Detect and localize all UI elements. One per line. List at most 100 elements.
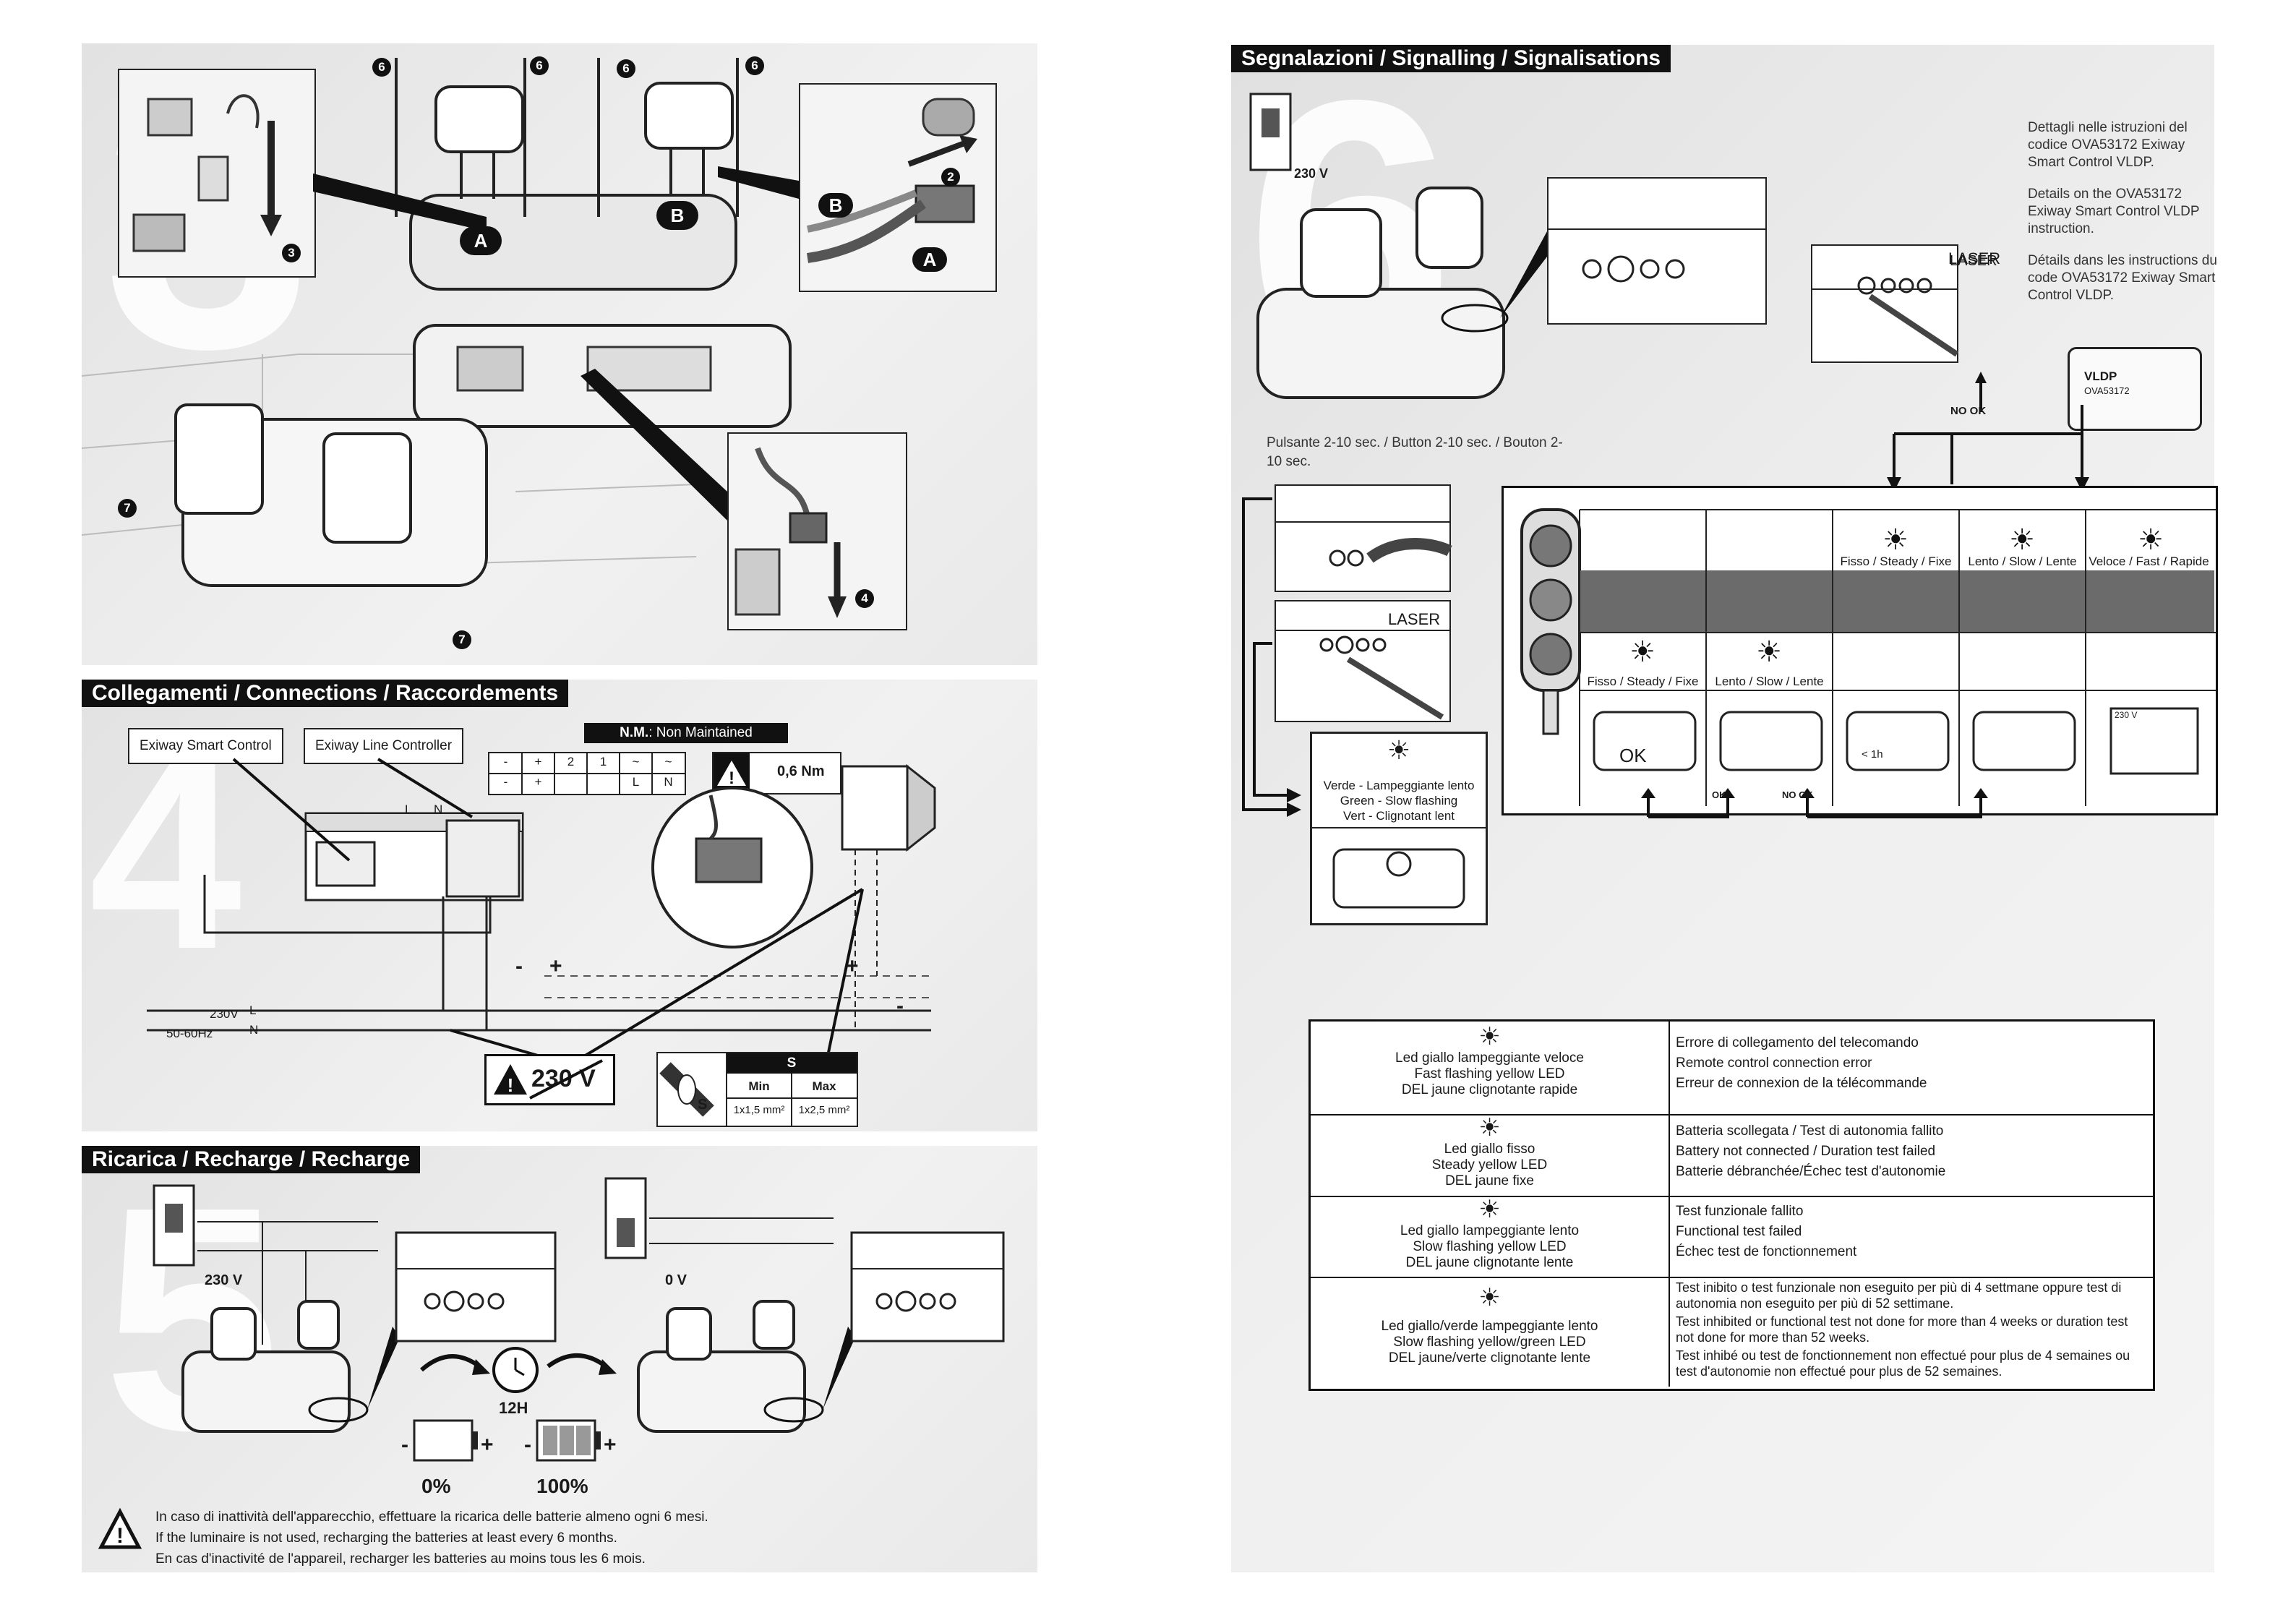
inset-connector-detail: 3 — [118, 69, 316, 278]
svg-text:☀: ☀ — [1756, 636, 1782, 668]
terminal-top-3: 2 — [567, 755, 575, 768]
signal-desc-1: Errore di collegamento del telecomando R… — [1676, 1033, 2149, 1094]
nm-text: : Non Maintained — [648, 725, 753, 740]
cable-b-badge: B — [818, 193, 853, 218]
laser-pointer-illustration — [1812, 276, 1959, 357]
matrix-grid: ☀☀☀ ☀☀ — [1579, 509, 2216, 806]
battery-full-label: 100% — [536, 1475, 588, 1497]
led-3-it: Led giallo lampeggiante lento — [1400, 1223, 1580, 1238]
torque-warning: ! 0,6 Nm — [712, 752, 841, 795]
battery-empty-minus: - — [401, 1433, 408, 1457]
step-3-marker: 3 — [282, 244, 301, 262]
section-6-title: Segnalazioni / Signalling / Signalisatio… — [1231, 45, 1671, 72]
led-4-fr: DEL jaune/verte clignotante lente — [1388, 1350, 1591, 1366]
matrix-bottom-fixed: Fisso / Steady / Fixe — [1587, 675, 1699, 688]
cable-header-text: S — [787, 1055, 797, 1071]
signal-matrix: ☀☀☀ ☀☀ Fisso / Steady / Fixe Lento / Slo… — [1502, 486, 2218, 815]
led-star-icon: ☀ — [1478, 1114, 1501, 1142]
section-4-title: Collegamenti / Connections / Raccordemen… — [82, 680, 569, 707]
matrix-dark-band — [1580, 570, 2214, 633]
flow-arrows — [1242, 405, 2089, 817]
line-controller-label: Exiway Line Controller — [304, 728, 464, 764]
led-2-en: Steady yellow LED — [1431, 1157, 1548, 1173]
up-arrow — [1975, 372, 1987, 412]
led-4-en: Slow flashing yellow/green LED — [1393, 1335, 1586, 1350]
signal-led-3: ☀ Led giallo lampeggiante lento Slow fla… — [1311, 1196, 1670, 1277]
cable-table-header: S — [727, 1053, 857, 1074]
smart-control-label: Exiway Smart Control — [128, 728, 283, 764]
green-slow-box: ☀ Verde - Lampeggiante lento Green - Slo… — [1310, 732, 1488, 925]
step-6-marker-4: 6 — [745, 56, 764, 75]
desc-3-en: Functional test failed — [1676, 1224, 1802, 1239]
recharge-note-en: If the luminaire is not used, recharging… — [155, 1530, 617, 1546]
cable-a-badge: A — [912, 247, 947, 272]
warning-triangle-icon: ! — [714, 753, 750, 793]
nm-label: N.M. — [620, 725, 649, 740]
led-1-fr: DEL jaune clignotante rapide — [1401, 1082, 1578, 1097]
desc-3-it: Test funzionale fallito — [1676, 1204, 1804, 1219]
inset-cable-detail: B A 2 — [799, 83, 997, 292]
vldp-label: VLDP — [2084, 369, 2117, 383]
signal-led-4: ☀ Led giallo/verde lampeggiante lento Sl… — [1311, 1277, 1670, 1387]
section-5-title: Ricarica / Recharge / Recharge — [82, 1146, 421, 1173]
mains-voltage: 230V — [210, 1007, 239, 1021]
svg-text:!: ! — [729, 768, 734, 788]
plus-sign-right: + — [846, 954, 859, 978]
signal-led-2: ☀ Led giallo fisso Steady yellow LED DEL… — [1311, 1114, 1670, 1196]
torque-value: 0,6 Nm — [777, 763, 825, 779]
battery-empty-label: 0% — [421, 1475, 451, 1497]
desc-1-en: Remote control connection error — [1676, 1055, 1872, 1071]
desc-2-fr: Batterie débranchée/Échec test d'autonom… — [1676, 1164, 1946, 1179]
terminal-top-5: ~ — [632, 755, 640, 768]
matrix-bottom-slow: Lento / Slow / Lente — [1715, 675, 1824, 688]
connector-illustration — [132, 94, 282, 252]
matrix-timer-label: < 1h — [1862, 748, 1883, 761]
led-1-it: Led giallo lampeggiante veloce — [1395, 1050, 1584, 1066]
cable-min-header: Min — [748, 1079, 770, 1093]
recharge-illustration — [153, 1177, 1005, 1462]
connector-l-label: L — [405, 802, 412, 816]
warning-triangle-icon: ! — [98, 1507, 142, 1549]
minus-sign-left: - — [515, 954, 523, 978]
matrix-feedback-arrows — [1641, 788, 1988, 818]
terminal-top-1: - — [503, 755, 508, 768]
laser-box-illustration — [1276, 630, 1449, 720]
battery-full-plus: + — [604, 1433, 617, 1457]
cable-min-value: 1x1,5 mm² — [733, 1104, 785, 1116]
voltage-on-label: 230 V — [205, 1272, 243, 1288]
step-2-marker: 2 — [941, 168, 960, 187]
recharge-duration: 12H — [499, 1399, 528, 1417]
wiring-diagram — [147, 758, 936, 1071]
matrix-top-slow: Lento / Slow / Lente — [1968, 554, 2077, 568]
warning-triangle-icon: ! — [494, 1064, 527, 1096]
laser-box: LASER — [1275, 600, 1451, 722]
desc-4-en: Test inhibited or functional test not do… — [1676, 1314, 2128, 1345]
connector-n-label: N — [434, 802, 443, 816]
plug-illustration — [734, 447, 847, 618]
signal-desc-2: Batteria scollegata / Test di autonomia … — [1676, 1121, 2149, 1182]
terminal-top-6: ~ — [664, 755, 672, 768]
desc-4-it: Test inibito o test funzionale non esegu… — [1676, 1280, 2122, 1311]
recharge-note-fr: En cas d'inactivité de l'appareil, recha… — [155, 1551, 646, 1567]
signal-desc-3: Test funzionale fallito Functional test … — [1676, 1202, 2149, 1262]
desc-4-fr: Test inhibé ou test de fonctionnement no… — [1676, 1348, 2130, 1379]
terminal-grid — [489, 753, 685, 794]
signal-row-3: ☀ Led giallo lampeggiante lento Slow fla… — [1311, 1196, 2153, 1278]
matrix-ok-small: OK — [1712, 789, 1726, 800]
svg-text:☀: ☀ — [1629, 636, 1655, 668]
desc-1-it: Errore di collegamento del telecomando — [1676, 1035, 1919, 1050]
svg-text:☀: ☀ — [1882, 524, 1909, 556]
led-star-icon: ☀ — [1478, 1284, 1501, 1311]
no-ok-label: NO OK — [1950, 405, 1987, 417]
step-7-marker-1: 7 — [118, 499, 137, 518]
head-a-badge: A — [460, 226, 502, 255]
terminal-bottom-2: + — [534, 775, 542, 789]
terminal-top-2: + — [534, 755, 542, 768]
plus-sign-left: + — [549, 954, 562, 978]
signal-row-4: ☀ Led giallo/verde lampeggiante lento Sl… — [1311, 1277, 2153, 1387]
vldp-code: OVA53172 — [2084, 385, 2130, 396]
step-6-marker-1: 6 — [372, 58, 391, 77]
prohibited-cross — [529, 1059, 603, 1100]
recharge-note-it: In caso di inattività dell'apparecchio, … — [155, 1509, 708, 1525]
line-l-label: L — [249, 1003, 257, 1017]
